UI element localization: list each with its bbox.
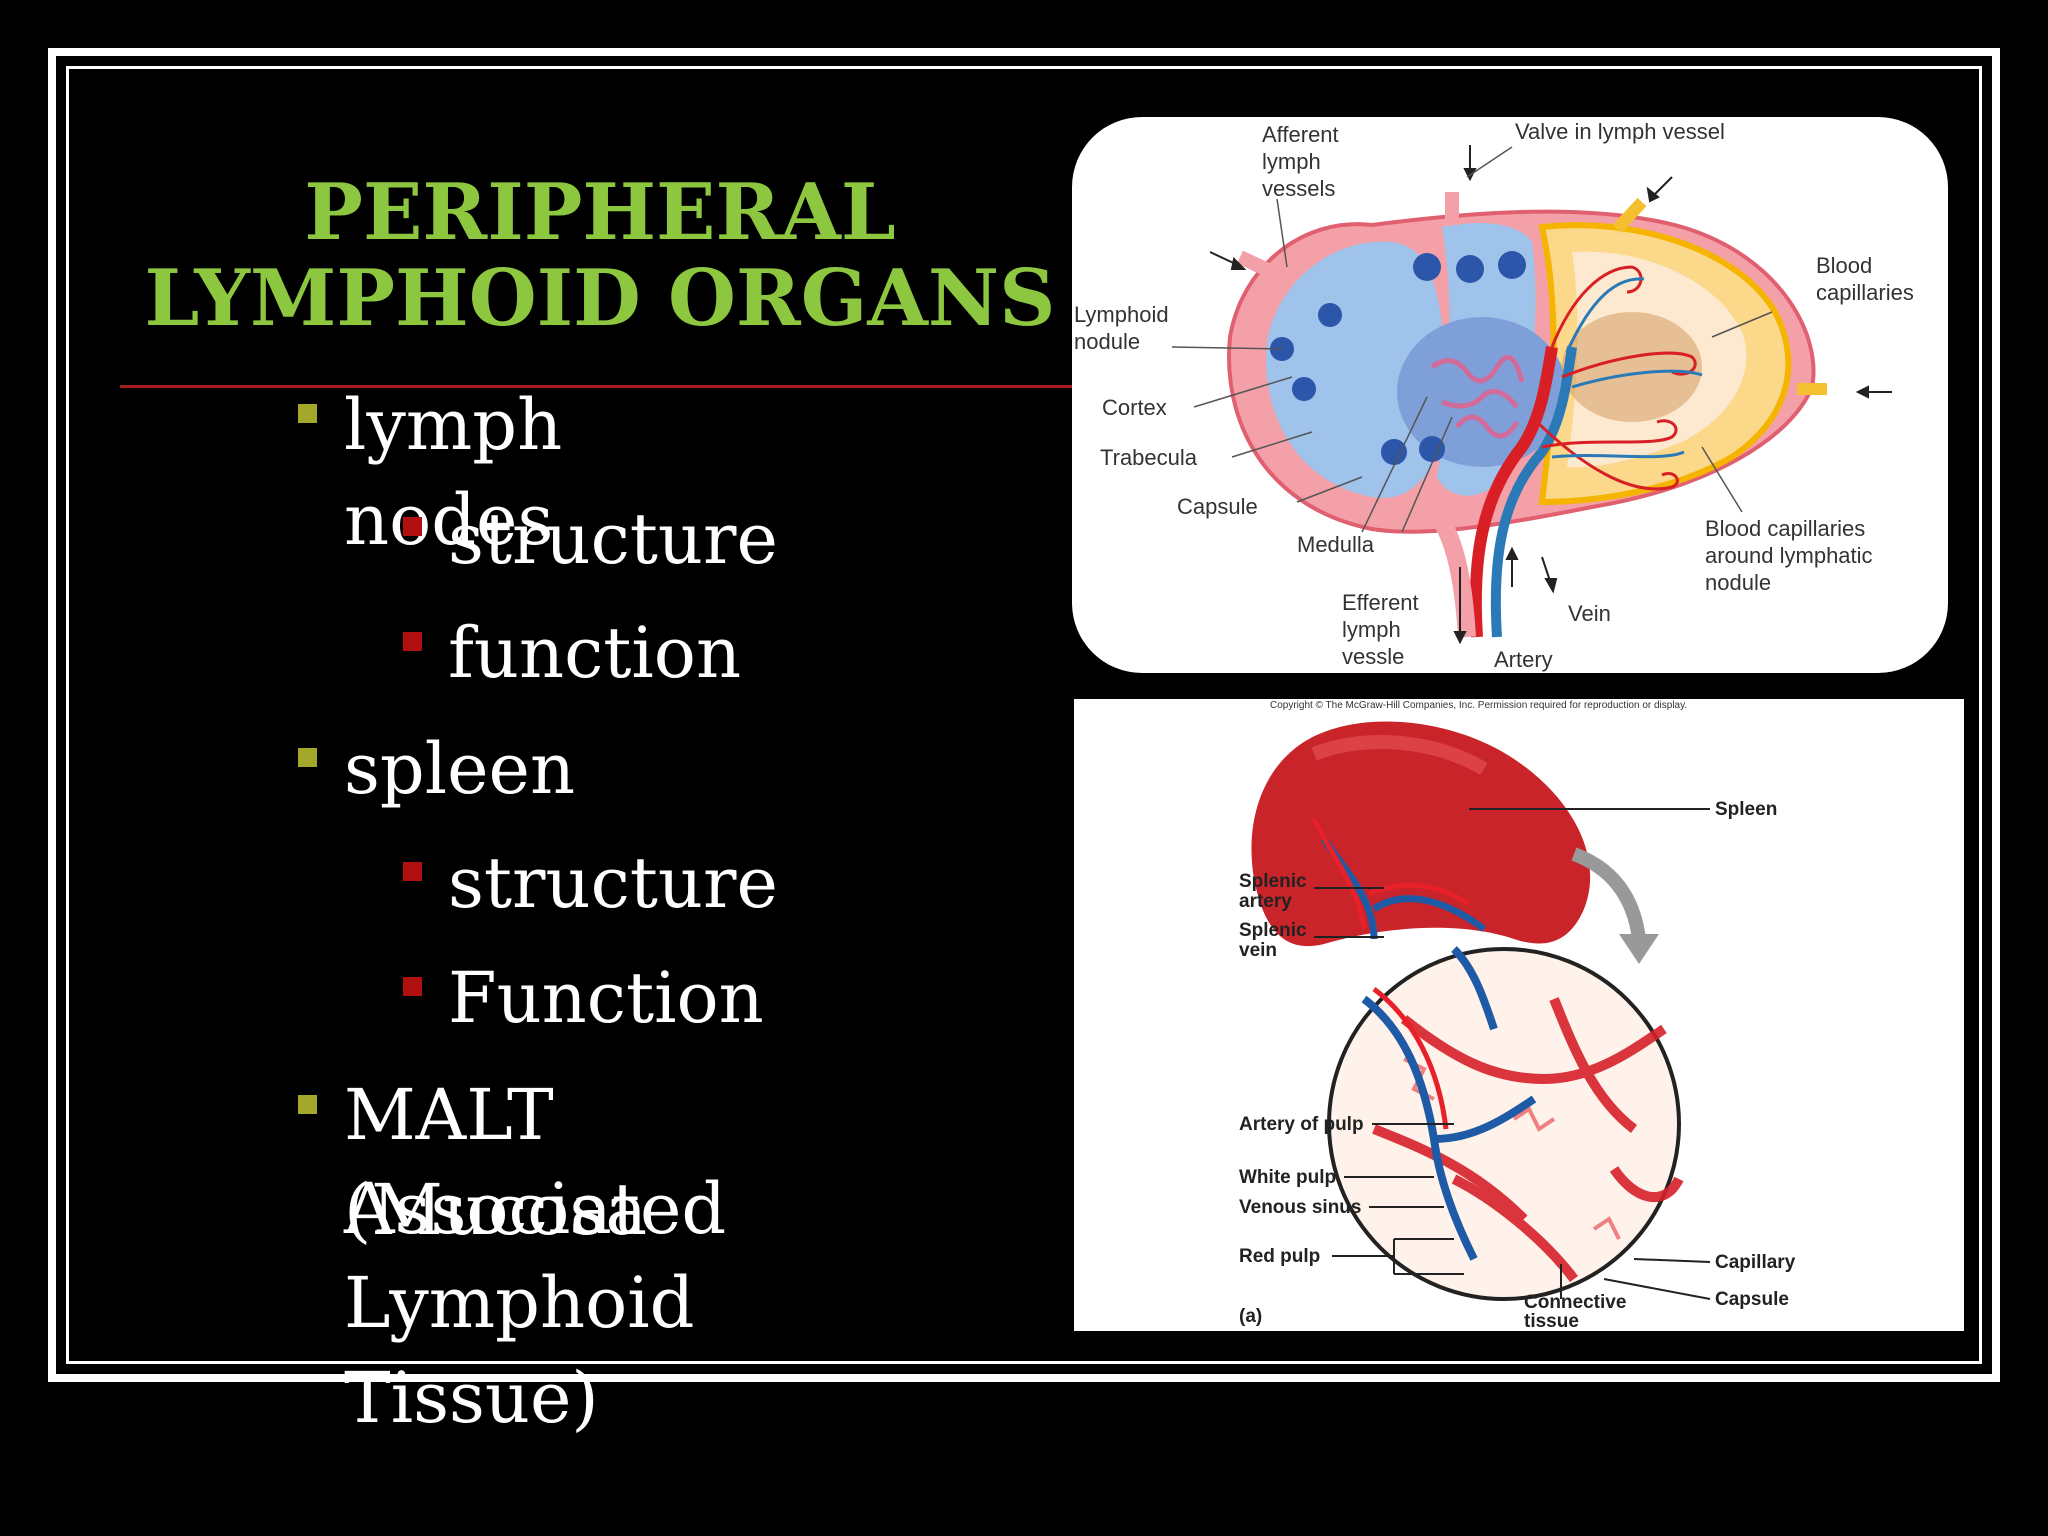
label-artery-of-pulp: Artery of pulp <box>1239 1114 1364 1135</box>
sub-bullet-marker <box>403 862 422 881</box>
label-afferent-2: lymph <box>1262 149 1321 174</box>
label-valve: Valve in lymph vessel <box>1515 119 1725 144</box>
label-vein: Vein <box>1568 601 1611 626</box>
label-artery: Artery <box>1494 647 1553 672</box>
label-trabecula: Trabecula <box>1100 445 1198 470</box>
label-connective-1: Connective <box>1524 1292 1626 1313</box>
slide-title: PERIPHERAL LYMPHOID ORGANS <box>140 170 1060 342</box>
title-line-1: PERIPHERAL <box>304 167 896 258</box>
label-capsule: Capsule <box>1177 494 1258 519</box>
bullet-marker <box>298 404 317 423</box>
label-efferent-2: lymph <box>1342 617 1401 642</box>
label-efferent-1: Efferent <box>1342 590 1419 615</box>
sub-bullet-ln-structure: structure <box>448 498 778 580</box>
bullet-malt-line-2: Associated <box>344 1168 727 1250</box>
label-afferent-1: Afferent <box>1262 122 1339 147</box>
bullet-lymph-nodes: lymph nodes <box>344 384 563 561</box>
lymph-node-illustration: Afferent lymph vessels Valve in lymph ve… <box>1074 119 1914 672</box>
label-splenic-vein-1: Splenic <box>1239 920 1307 941</box>
sub-bullet-ln-function: function <box>448 612 742 694</box>
label-blood-cap-2: capillaries <box>1816 280 1914 305</box>
label-medulla: Medulla <box>1297 532 1375 557</box>
label-connective-2: tissue <box>1524 1311 1579 1331</box>
label-spleen: Spleen <box>1715 799 1777 820</box>
label-splenic-artery-2: artery <box>1239 891 1292 912</box>
sub-bullet-marker <box>403 632 422 651</box>
label-copyright: Copyright © The McGraw-Hill Companies, I… <box>1270 700 1687 711</box>
bullet-marker <box>298 1095 317 1114</box>
spleen-illustration: Copyright © The McGraw-Hill Companies, I… <box>1239 700 1796 1331</box>
bullet-malt-line-3: Lymphoid Tissue) <box>344 1262 695 1439</box>
label-panel-letter: (a) <box>1239 1306 1262 1327</box>
title-line-2: LYMPHOID ORGANS <box>144 253 1056 344</box>
title-divider <box>120 385 1078 388</box>
label-red-pulp: Red pulp <box>1239 1246 1320 1267</box>
sub-bullet-marker <box>403 977 422 996</box>
label-cortex: Cortex <box>1102 395 1167 420</box>
label-white-pulp: White pulp <box>1239 1167 1336 1188</box>
label-capsule: Capsule <box>1715 1289 1789 1310</box>
sub-bullet-marker <box>403 517 422 536</box>
bullet-marker <box>298 748 317 767</box>
label-capillary: Capillary <box>1715 1252 1796 1273</box>
label-around-2: around lymphatic <box>1705 543 1873 568</box>
label-splenic-vein-2: vein <box>1239 940 1277 961</box>
label-blood-cap-1: Blood <box>1816 253 1872 278</box>
label-efferent-3: vessle <box>1342 644 1404 669</box>
label-nodule-1: Lymphoid <box>1074 302 1169 327</box>
label-around-1: Blood capillaries <box>1705 516 1865 541</box>
spleen-diagram: Copyright © The McGraw-Hill Companies, I… <box>1074 699 1964 1331</box>
bullet-malt-line-1: MALT (Mucosa <box>344 1074 648 1251</box>
label-nodule-2: nodule <box>1074 329 1140 354</box>
slide-frame-inner <box>66 66 1982 1364</box>
lymph-node-diagram: Afferent lymph vessels Valve in lymph ve… <box>1072 117 1948 673</box>
label-around-3: nodule <box>1705 570 1771 595</box>
label-venous-sinus: Venous sinus <box>1239 1197 1361 1218</box>
label-afferent-3: vessels <box>1262 176 1335 201</box>
sub-bullet-sp-function: Function <box>448 957 764 1039</box>
bullet-spleen: spleen <box>344 728 576 810</box>
label-splenic-artery-1: Splenic <box>1239 871 1307 892</box>
slide-frame-outer <box>48 48 2000 1382</box>
sub-bullet-sp-structure: structure <box>448 842 778 924</box>
